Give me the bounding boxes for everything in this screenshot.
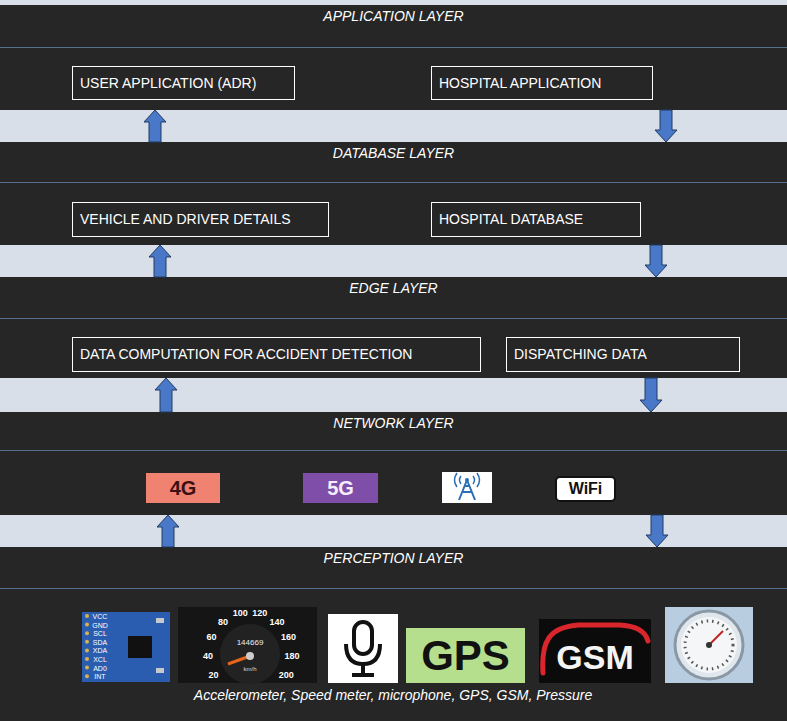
box-label: GPS [421, 635, 510, 677]
odometer-reading: 144669 [237, 639, 264, 647]
pin-name: INT [94, 673, 105, 680]
box-label: HOSPITAL DATABASE [439, 211, 583, 228]
layer-band: NETWORK LAYER 4G 5G WiFi [0, 412, 787, 515]
sensor-chip [128, 636, 152, 658]
gauge-ground [665, 607, 753, 683]
accelerometer-board [82, 612, 170, 682]
mic-capsule [354, 622, 372, 654]
separator-line [0, 47, 787, 48]
pin-name: SDA [93, 638, 107, 645]
process-box: DISPATCHING DATA [506, 337, 740, 372]
speed-number: 140 [269, 617, 284, 626]
layer-title: EDGE LAYER [0, 280, 787, 296]
unit-label: km/h [243, 666, 256, 672]
speed-number: 100 [233, 609, 248, 618]
pin-name: AD0 [93, 664, 107, 671]
gauge-face [681, 617, 737, 673]
database-box: VEHICLE AND DRIVER DETAILS [72, 202, 329, 237]
pcb [82, 612, 170, 682]
block-arrow [655, 110, 677, 142]
block-arrow [645, 245, 667, 277]
network-badge: 5G [303, 473, 378, 503]
speedometer [178, 607, 317, 684]
gauge-ground [178, 607, 317, 683]
box-label: 5G [327, 478, 354, 498]
speed-number: 160 [281, 633, 296, 642]
box-label: HOSPITAL APPLICATION [439, 75, 601, 92]
application-box: USER APPLICATION (ADR) [72, 66, 295, 100]
network-badge: 4G [146, 473, 220, 503]
gauge-rim [675, 611, 743, 679]
block-arrow [157, 515, 179, 547]
block-arrow [155, 378, 177, 412]
gsm-logo: GSM [539, 619, 651, 683]
box-label: USER APPLICATION (ADR) [80, 75, 256, 92]
speed-number: 40 [203, 652, 213, 661]
layer-band: DATABASE LAYER VEHICLE AND DRIVER DETAILS… [0, 142, 787, 245]
tower-mast [459, 480, 475, 500]
separator-line [0, 588, 787, 589]
layer-band: EDGE LAYER DATA COMPUTATION FOR ACCIDENT … [0, 277, 787, 378]
icon-ground [442, 472, 492, 503]
pin-name: SCL [93, 630, 107, 637]
separator-line [0, 318, 787, 319]
layer-title: NETWORK LAYER [0, 415, 787, 431]
mic-holder [346, 644, 380, 664]
process-box: DATA COMPUTATION FOR ACCIDENT DETECTION [72, 337, 481, 372]
gps-logo: GPS [406, 628, 525, 683]
tower-icon [442, 472, 492, 503]
mic-stand [352, 664, 374, 675]
speed-number: 60 [206, 633, 216, 642]
separator-line [0, 450, 787, 451]
speed-number: 180 [284, 652, 299, 661]
smd-part [156, 618, 164, 623]
database-box: HOSPITAL DATABASE [431, 202, 641, 237]
box-label: DISPATCHING DATA [514, 346, 647, 363]
block-arrow [646, 515, 668, 547]
speed-number: 80 [218, 617, 228, 626]
block-arrow [149, 245, 171, 277]
box-label: DATA COMPUTATION FOR ACCIDENT DETECTION [80, 346, 412, 363]
layer-title: PERCEPTION LAYER [0, 550, 787, 566]
pin-name: XDA [93, 647, 107, 654]
layer-title: DATABASE LAYER [0, 145, 787, 161]
sensor-caption: Accelerometer, Speed meter, microphone, … [194, 688, 592, 702]
block-arrow [640, 378, 662, 412]
pin-name: VCC [93, 613, 108, 620]
speed-number: 20 [209, 671, 219, 680]
layer-band: APPLICATION LAYER USER APPLICATION (ADR) H… [0, 5, 787, 110]
speed-number: 200 [279, 671, 294, 680]
box-label: VEHICLE AND DRIVER DETAILS [80, 211, 291, 228]
wifi-logo: WiFi [555, 476, 616, 502]
pin-row [85, 614, 89, 678]
tower-waves [455, 473, 480, 487]
separator-line [0, 182, 787, 183]
icon-ground [328, 614, 398, 683]
layer-title: APPLICATION LAYER [0, 8, 787, 24]
smd-part [156, 668, 164, 673]
gauge-ticks [685, 621, 733, 669]
block-arrow [144, 110, 166, 142]
speed-number: 120 [252, 609, 267, 618]
needle-hub [706, 642, 712, 648]
tower-top [465, 478, 469, 482]
pin-name: XCL [93, 656, 107, 663]
box-label: WiFi [569, 481, 603, 497]
pin-name: GND [92, 621, 108, 628]
box-label: GSM [556, 640, 633, 674]
application-box: HOSPITAL APPLICATION [431, 66, 653, 100]
gauge-face [220, 624, 280, 684]
pressure-gauge [665, 607, 753, 683]
microphone-icon [328, 614, 398, 683]
needle-hub [246, 652, 254, 660]
box-label: 4G [170, 478, 197, 498]
